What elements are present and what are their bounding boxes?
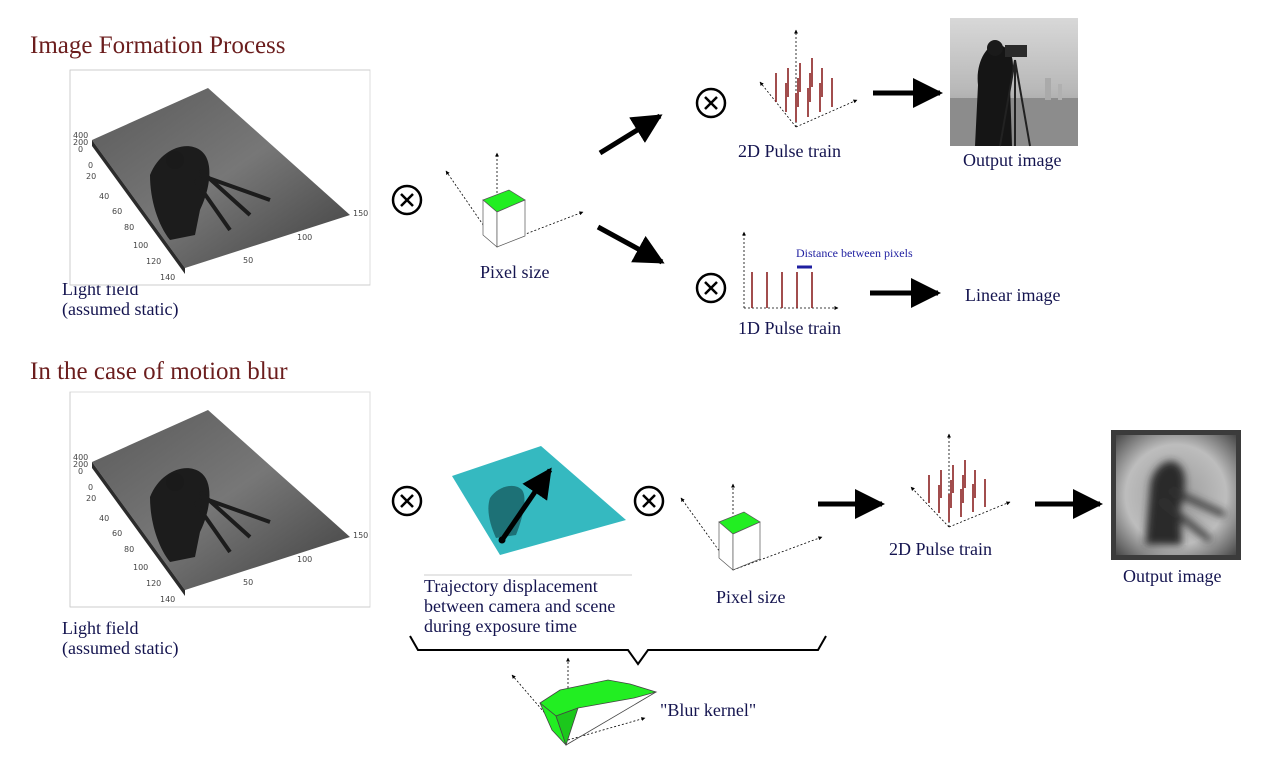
convolution-icon bbox=[391, 184, 423, 216]
xtick-150-s2: 150 bbox=[353, 531, 368, 540]
ztick-2: 200 bbox=[73, 138, 88, 147]
pulse-train-2d-label-2: 2D Pulse train bbox=[889, 539, 992, 559]
ytick-20-s2: 20 bbox=[86, 494, 96, 503]
light-field-line2-2: (assumed static) bbox=[62, 638, 179, 658]
section2-title: In the case of motion blur bbox=[30, 358, 288, 385]
trajectory-label: Trajectory displacement between camera a… bbox=[424, 576, 615, 636]
arrow-icon bbox=[598, 113, 663, 156]
pulse-train-2d-label-1: 2D Pulse train bbox=[738, 141, 841, 161]
pulse-train-1d bbox=[742, 231, 839, 310]
ytick-80-s2: 80 bbox=[124, 545, 134, 554]
ztick-1-s2: 400 bbox=[73, 453, 88, 462]
bracket bbox=[409, 635, 827, 666]
light-field-label-2: Light field (assumed static) bbox=[62, 618, 178, 658]
ytick-100-s2: 100 bbox=[133, 563, 148, 572]
distance-between-pixels-label: Distance between pixels bbox=[796, 246, 913, 260]
ytick-40: 40 bbox=[99, 192, 109, 201]
light-field-plot-1: 400 200 0 0 20 40 60 80 100 120 140 50 1… bbox=[69, 69, 371, 286]
ytick-60: 60 bbox=[112, 207, 122, 216]
ytick-120: 120 bbox=[146, 257, 161, 266]
ytick-40-s2: 40 bbox=[99, 514, 109, 523]
pixel-cube-2 bbox=[680, 483, 823, 571]
xtick-100: 100 bbox=[297, 233, 312, 242]
xtick-100-s2: 100 bbox=[297, 555, 312, 564]
ytick-100: 100 bbox=[133, 241, 148, 250]
ytick-140: 140 bbox=[160, 273, 175, 282]
convolution-icon bbox=[695, 87, 727, 119]
ytick-120-s2: 120 bbox=[146, 579, 161, 588]
ytick-60-s2: 60 bbox=[112, 529, 122, 538]
pulse-train-2d-2 bbox=[910, 433, 1011, 528]
trajectory-line1: Trajectory displacement bbox=[424, 576, 598, 596]
output-image-label-2: Output image bbox=[1123, 566, 1222, 586]
output-image-2 bbox=[1111, 430, 1241, 560]
ztick-2-s2: 200 bbox=[73, 460, 88, 469]
pixel-size-label-2: Pixel size bbox=[716, 587, 786, 607]
xtick-50-s2: 50 bbox=[243, 578, 253, 587]
convolution-icon bbox=[633, 485, 665, 517]
xtick-50: 50 bbox=[243, 256, 253, 265]
blur-kernel-label: "Blur kernel" bbox=[660, 700, 757, 720]
ztick-1: 400 bbox=[73, 131, 88, 140]
trajectory-line3: during exposure time bbox=[424, 616, 577, 636]
ytick-20: 20 bbox=[86, 172, 96, 181]
trajectory-plot bbox=[424, 446, 632, 576]
light-field-line1-2: Light field bbox=[62, 618, 139, 638]
ytick-80: 80 bbox=[124, 223, 134, 232]
ztick-3: 0 bbox=[78, 145, 83, 154]
pulse-train-2d-1 bbox=[759, 29, 858, 128]
ytick-0: 0 bbox=[88, 161, 93, 170]
ytick-0-s2: 0 bbox=[88, 483, 93, 492]
arrow-icon bbox=[596, 224, 665, 265]
blur-kernel-shape bbox=[511, 657, 658, 747]
output-image-1 bbox=[950, 18, 1078, 147]
convolution-icon bbox=[391, 485, 423, 517]
light-field-line2: (assumed static) bbox=[62, 299, 179, 319]
light-field-plot-2: 400 200 0 0 20 40 60 80 100 120 140 50 1… bbox=[69, 391, 371, 608]
output-image-label-1: Output image bbox=[963, 150, 1062, 170]
linear-image-label: Linear image bbox=[965, 285, 1061, 305]
pixel-size-label-1: Pixel size bbox=[480, 262, 550, 282]
pulse-train-1d-label: 1D Pulse train bbox=[738, 318, 841, 338]
ytick-140-s2: 140 bbox=[160, 595, 175, 604]
convolution-icon bbox=[695, 272, 727, 304]
ztick-3-s2: 0 bbox=[78, 467, 83, 476]
pixel-cube-1 bbox=[445, 152, 584, 248]
trajectory-line2: between camera and scene bbox=[424, 596, 616, 616]
xtick-150: 150 bbox=[353, 209, 368, 218]
section1-title: Image Formation Process bbox=[30, 32, 286, 59]
